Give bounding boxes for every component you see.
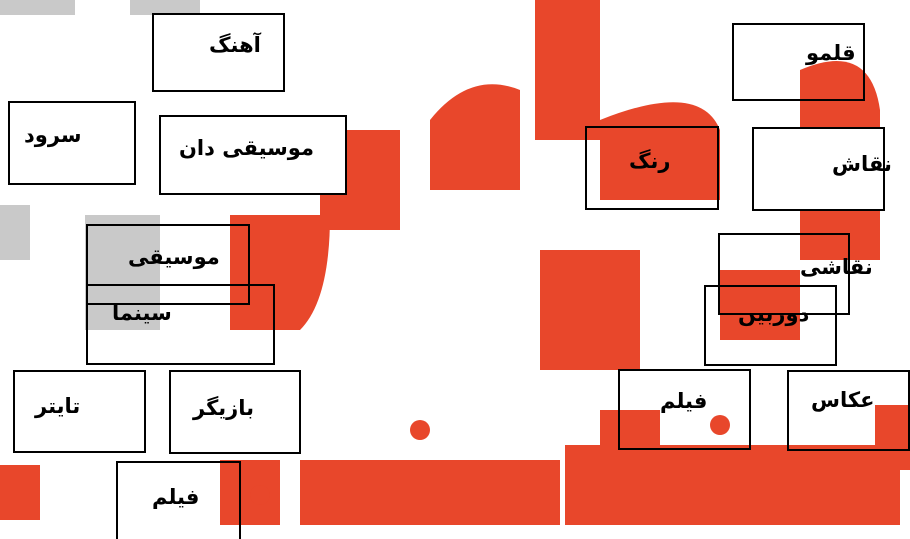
- concept-label-naghash: نقاش: [832, 152, 892, 176]
- concept-box-ahang: آهنگ: [152, 13, 285, 92]
- concept-box-rang: رنگ: [585, 126, 719, 210]
- concept-box-cinema: سینما: [86, 284, 275, 365]
- concept-label-akkas: عکاس: [811, 388, 875, 412]
- concept-label-ahang: آهنگ: [209, 33, 261, 57]
- concept-box-ghalmo: قلمو: [732, 23, 865, 101]
- concept-box-sorud: سرود: [8, 101, 136, 185]
- concept-label-durbin: دوربین: [738, 302, 810, 326]
- concept-box-musighi: موسیقی: [86, 224, 250, 305]
- concept-box-film-right: فیلم: [618, 369, 751, 450]
- concept-label-sorud: سرود: [24, 123, 82, 147]
- concept-label-musighi: موسیقی: [128, 245, 220, 269]
- concept-label-film-left: فیلم: [152, 485, 200, 509]
- concept-label-ghalmo: قلمو: [806, 41, 856, 65]
- concept-box-akkas: عکاس: [787, 370, 910, 451]
- concept-label-bazigar: بازیگر: [193, 396, 255, 420]
- concept-box-bazigar: بازیگر: [169, 370, 301, 454]
- concept-label-musighidan: موسیقی دان: [179, 136, 314, 160]
- concept-label-cinema: سینما: [112, 301, 172, 325]
- concept-box-naghashi: نقاشی: [718, 233, 873, 315]
- concept-label-film-right: فیلم: [660, 389, 708, 413]
- concept-box-film-left: فیلم: [116, 461, 241, 539]
- concept-label-rang: رنگ: [629, 149, 671, 173]
- concept-box-musighidan: موسیقی دان: [159, 115, 347, 195]
- concept-box-tayter: تایتر: [13, 370, 146, 453]
- concept-box-durbin: دوربین: [704, 285, 837, 366]
- concept-label-tayter: تایتر: [35, 394, 81, 418]
- concept-box-naghash: نقاش: [752, 127, 892, 211]
- concept-label-naghashi: نقاشی: [800, 255, 873, 279]
- watermark-gray-shapes: [0, 0, 200, 330]
